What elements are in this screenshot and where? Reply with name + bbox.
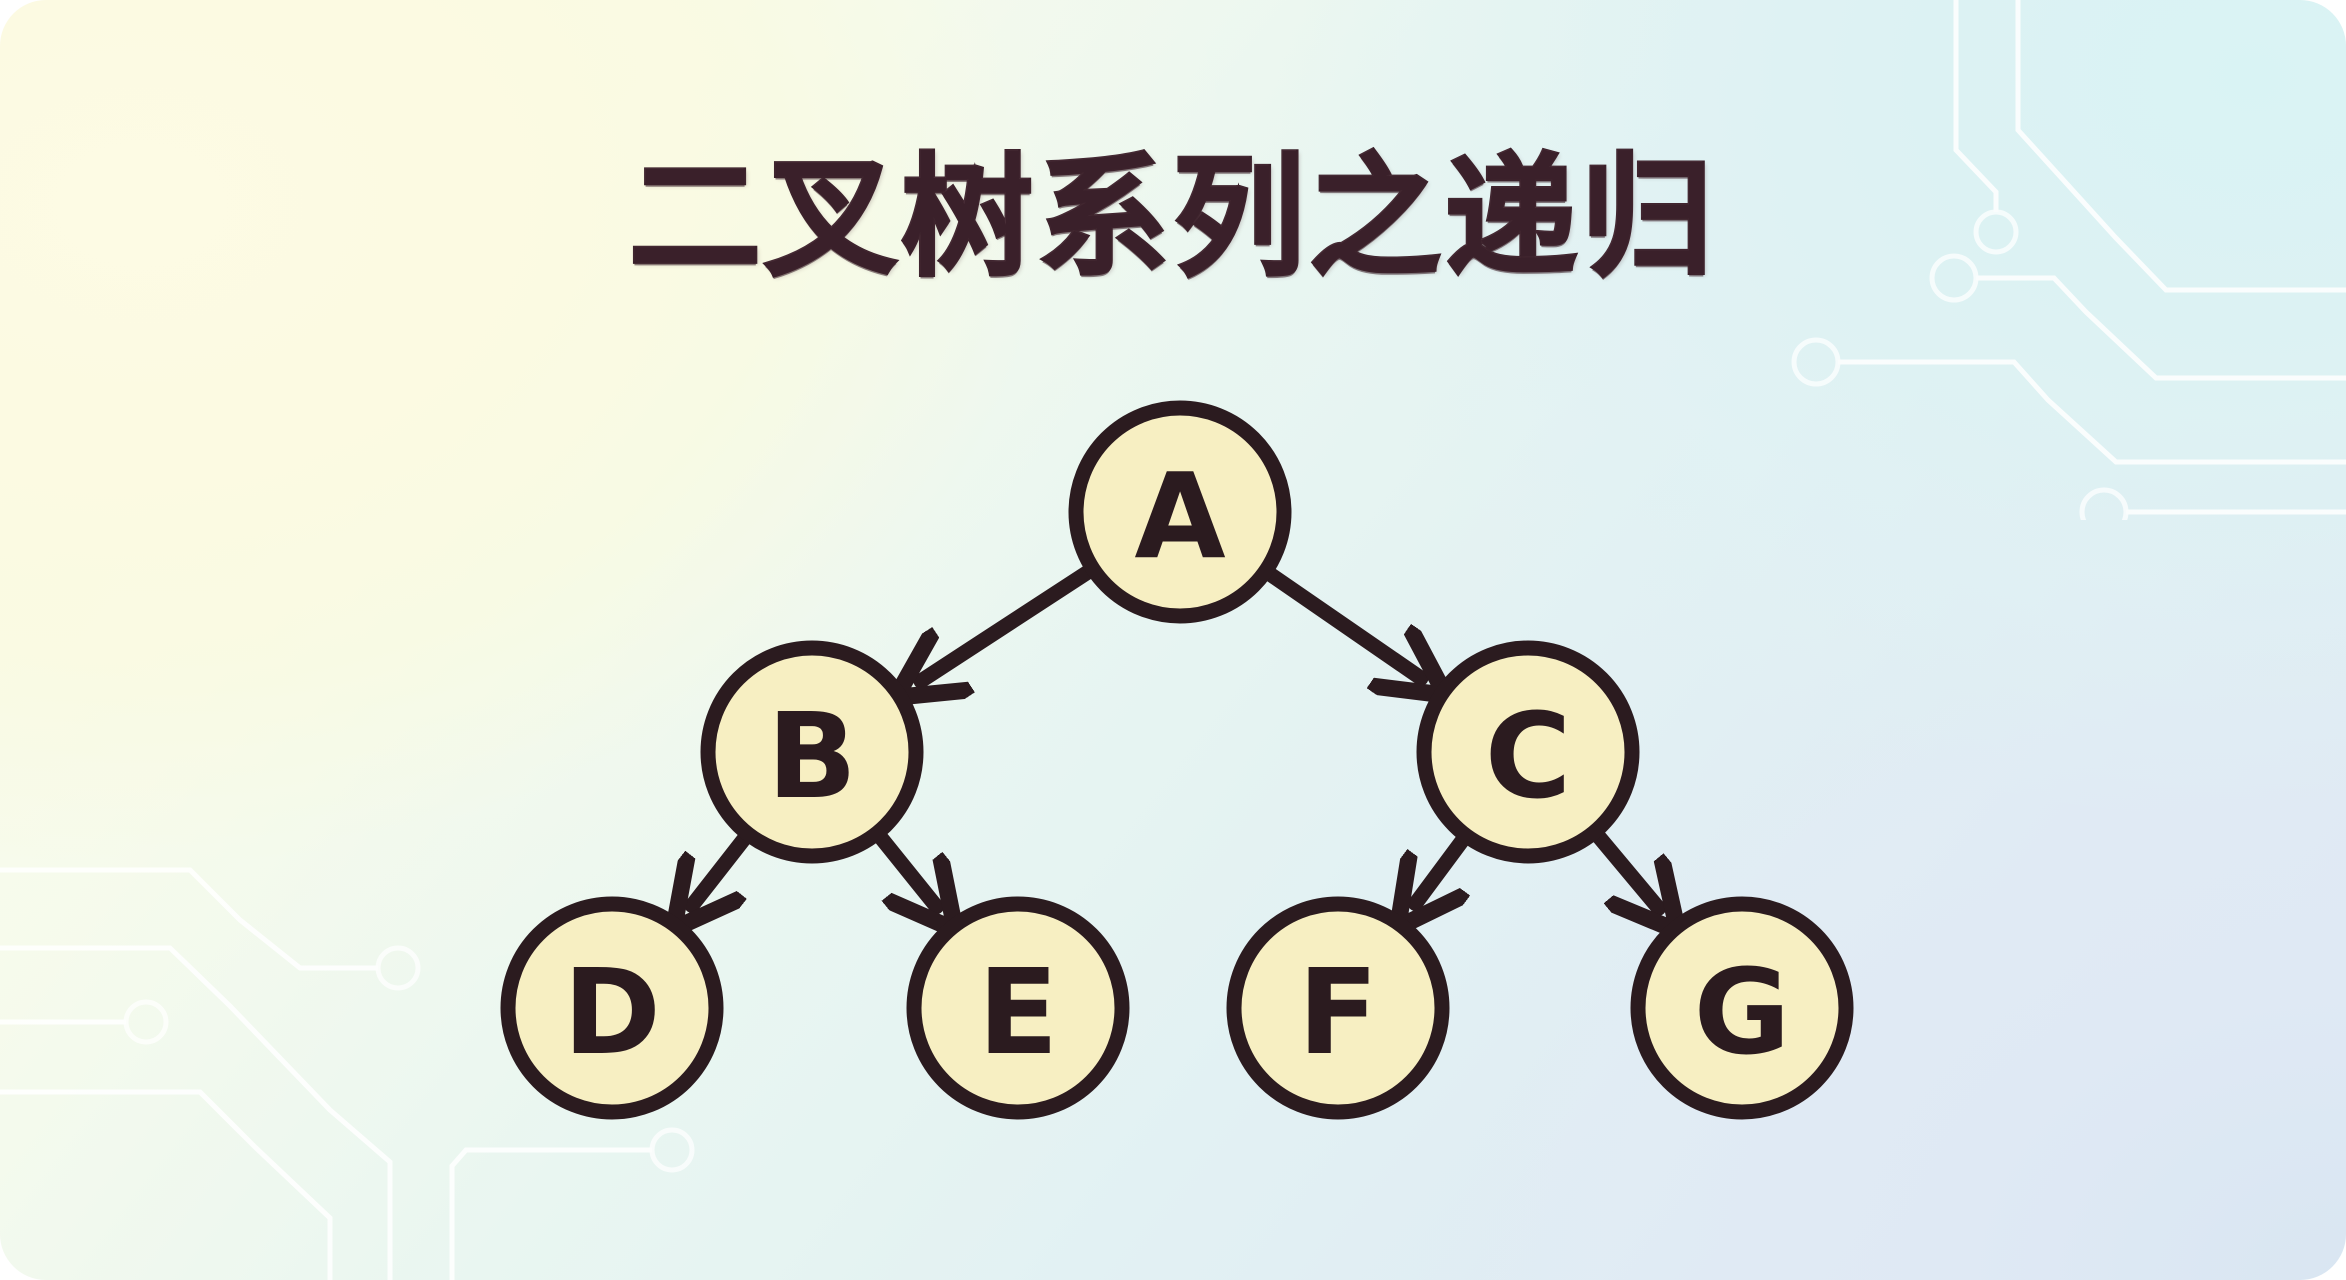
- tree-node-f[interactable]: F: [1226, 896, 1450, 1120]
- tree-node-c[interactable]: C: [1416, 640, 1640, 864]
- tree-node-label-a: A: [1134, 447, 1225, 585]
- tree-node-e[interactable]: E: [906, 896, 1130, 1120]
- page-title-container: 二叉树系列之递归: [0, 62, 2346, 376]
- tree-node-g[interactable]: G: [1630, 896, 1854, 1120]
- tree-node-a[interactable]: A: [1068, 400, 1292, 624]
- tree-edge-b-to-e: [870, 826, 937, 907]
- tree-node-circle-f: [1226, 896, 1450, 1120]
- tree-node-label-c: C: [1485, 687, 1572, 825]
- tree-nodes-layer: A B C D E F G: [500, 400, 1854, 1120]
- tree-node-d[interactable]: D: [500, 896, 724, 1120]
- tree-node-circle-b: [700, 640, 924, 864]
- tree-edge-c-to-f: [1415, 828, 1473, 903]
- tree-node-label-d: D: [563, 943, 661, 1081]
- tree-node-circle-c: [1416, 640, 1640, 864]
- tree-edge-a-to-b: [921, 561, 1100, 681]
- tree-node-circle-e: [906, 896, 1130, 1120]
- tree-node-circle-g: [1630, 896, 1854, 1120]
- tree-node-label-f: F: [1298, 943, 1379, 1081]
- tree-node-label-b: B: [767, 687, 857, 825]
- tree-edge-b-to-d: [692, 827, 755, 906]
- tree-node-label-e: E: [978, 943, 1059, 1081]
- page-title: 二叉树系列之递归: [628, 141, 1717, 296]
- tree-edges-layer: [692, 561, 1659, 909]
- tree-node-label-g: G: [1694, 943, 1791, 1081]
- tree-node-circle-d: [500, 896, 724, 1120]
- tree-node-circle-a: [1068, 400, 1292, 624]
- tree-edge-c-to-g: [1587, 825, 1658, 909]
- tree-node-b[interactable]: B: [700, 640, 924, 864]
- tree-edge-a-to-c: [1258, 564, 1421, 679]
